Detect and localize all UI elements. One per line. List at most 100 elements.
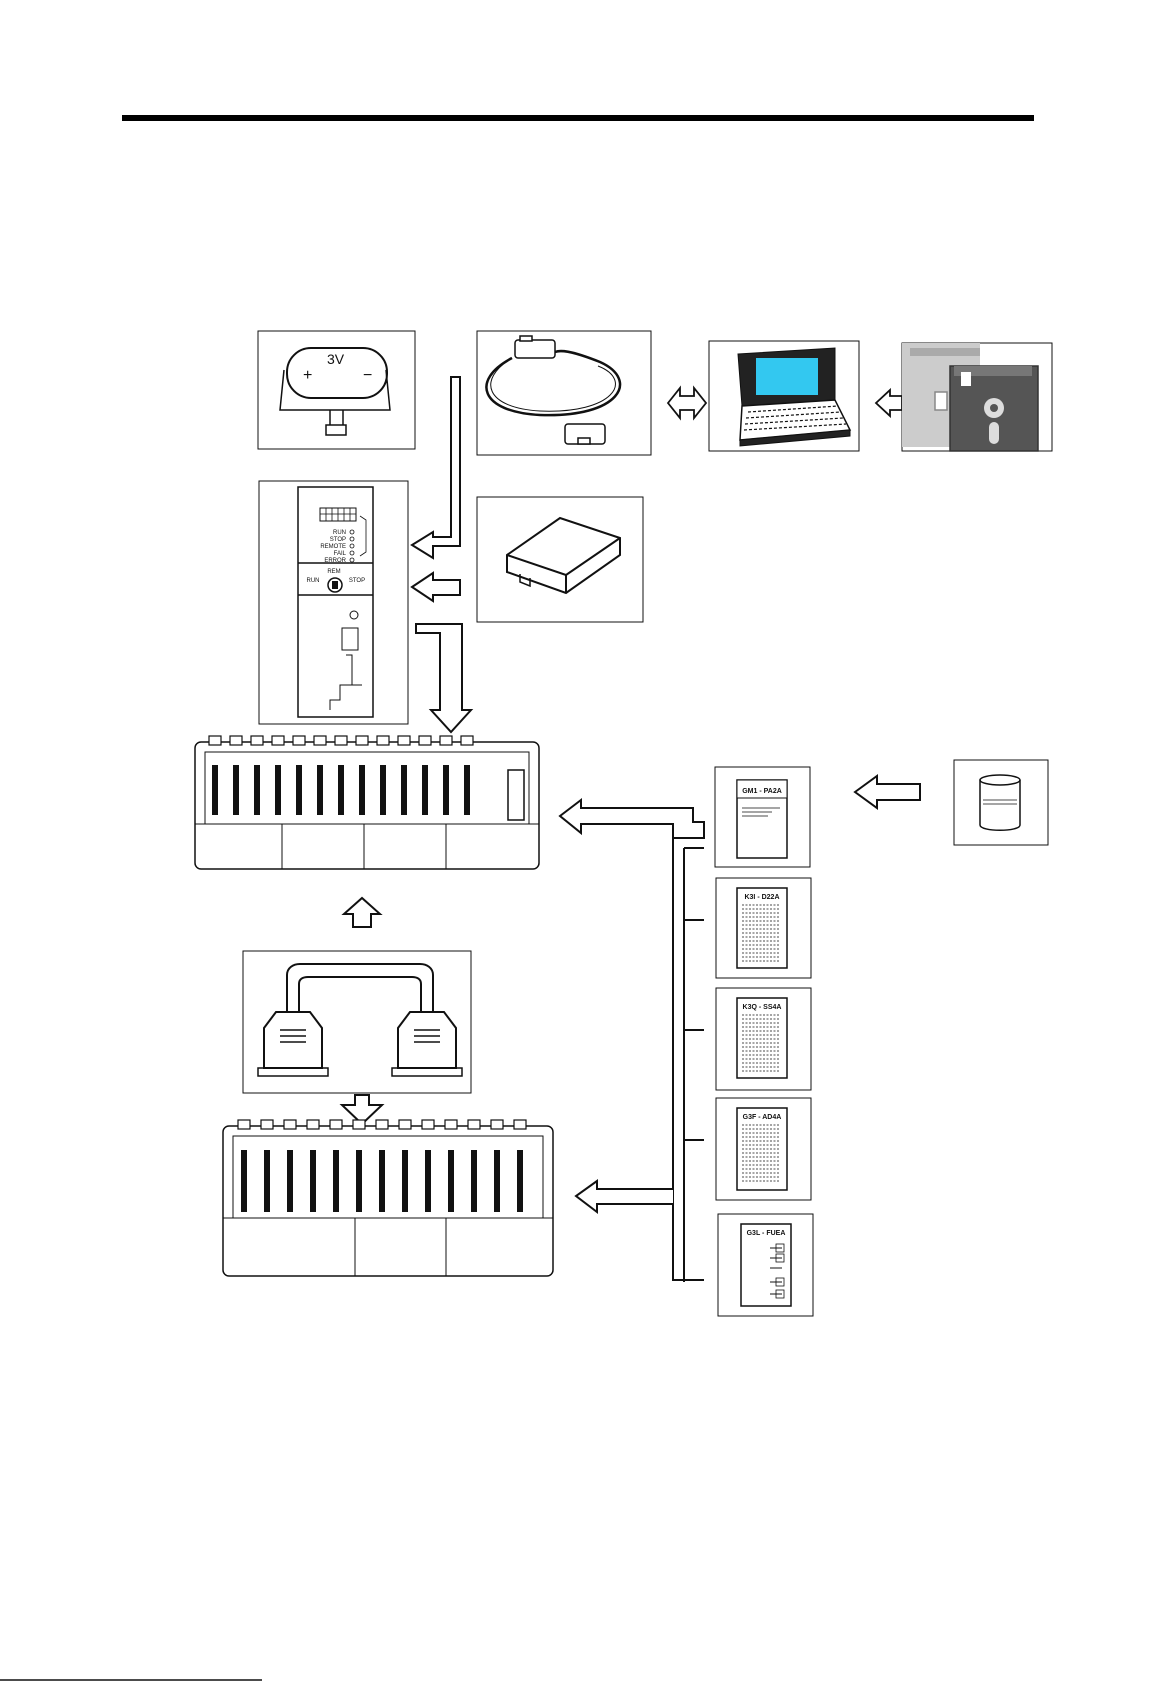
slot-icon xyxy=(241,1150,247,1212)
slot-icon xyxy=(517,1150,523,1212)
slot-connector-icon xyxy=(468,1120,480,1129)
slot-icon xyxy=(275,765,281,815)
slot-connector-icon xyxy=(445,1120,457,1129)
module-panel: G3L - FUEA xyxy=(718,1214,813,1316)
slot-connector-icon xyxy=(261,1120,273,1129)
slot-connector-icon xyxy=(356,736,368,745)
slot-connector-icon xyxy=(376,1120,388,1129)
header-rule xyxy=(122,115,1034,121)
slot-icon xyxy=(494,1150,500,1212)
slot-icon xyxy=(443,765,449,815)
slot-icon xyxy=(296,765,302,815)
slot-connectors xyxy=(238,1120,526,1212)
arrow-left-icon xyxy=(412,573,460,601)
slot-icon xyxy=(264,1150,270,1212)
io-bus-lines xyxy=(673,828,704,1282)
slot-icon xyxy=(233,765,239,815)
slot-connector-icon xyxy=(353,1120,365,1129)
slot-icon xyxy=(379,1150,385,1212)
battery-plus-label: + xyxy=(303,367,312,384)
slot-connector-icon xyxy=(314,736,326,745)
rs232-cable-panel xyxy=(477,331,651,455)
bidirectional-arrow-icon xyxy=(668,388,706,418)
led-label: STOP xyxy=(330,537,346,543)
module-label: G3F - AD4A xyxy=(743,1114,782,1121)
slot-connector-icon xyxy=(440,736,452,745)
cylinder-icon xyxy=(980,780,1020,830)
module-label: K3I - D22A xyxy=(744,894,779,901)
led-label: ERROR xyxy=(324,558,346,564)
battery-panel: 3V + − xyxy=(258,331,415,449)
memory-module-panel xyxy=(477,497,643,622)
arrow-up-icon xyxy=(344,898,380,927)
slot-connector-icon xyxy=(293,736,305,745)
slot-connector-icon xyxy=(422,1120,434,1129)
slot-icon xyxy=(317,765,323,815)
module-label: GM1 - PA2A xyxy=(742,788,782,795)
memory-module-icon xyxy=(507,518,620,593)
battery-voltage-label: 3V xyxy=(327,351,345,367)
slot-connector-icon xyxy=(330,1120,342,1129)
slot-connector-icon xyxy=(377,736,389,745)
key-switch-top-label: REM xyxy=(327,569,340,575)
laptop-screen xyxy=(756,358,818,395)
slot-icon xyxy=(471,1150,477,1212)
connector-icon xyxy=(398,1012,456,1068)
slot-connector-icon xyxy=(238,1120,250,1129)
slot-connector-icon xyxy=(461,736,473,745)
arrow-left-icon xyxy=(855,776,920,808)
arrow-to-expansion-base xyxy=(576,1181,673,1212)
slot-icon xyxy=(338,765,344,815)
key-switch-left-label: RUN xyxy=(307,578,320,584)
slot-connector-icon xyxy=(230,736,242,745)
module-panel: K3I - D22A xyxy=(716,878,811,978)
slot-icon xyxy=(359,765,365,815)
arrow-down-icon xyxy=(416,624,471,732)
slot-icon xyxy=(254,765,260,815)
expansion-base-unit xyxy=(223,1120,553,1276)
slot-connector-icon xyxy=(399,1120,411,1129)
slot-icon xyxy=(402,1150,408,1212)
extension-cable-panel xyxy=(243,951,471,1093)
floppy-disk-panel xyxy=(902,343,1052,451)
module-label: K3Q - SS4A xyxy=(743,1004,782,1011)
key-switch-right-label: STOP xyxy=(349,578,365,584)
slot-icon xyxy=(333,1150,339,1212)
connector-icon xyxy=(515,340,555,358)
led-label: RUN xyxy=(333,530,346,536)
main-base-unit xyxy=(195,736,539,869)
module-panel: G3F - AD4A xyxy=(716,1098,811,1200)
laptop-panel xyxy=(709,341,859,451)
led-label: REMOTE xyxy=(320,544,346,550)
cpu-module-panel: RUN STOP REMOTE FAIL ERROR REM RUN STOP xyxy=(259,481,408,724)
slot-icon xyxy=(212,765,218,815)
slot-icon xyxy=(448,1150,454,1212)
arrow-left-icon xyxy=(876,390,902,416)
connector-icon xyxy=(264,1012,322,1068)
slot-icon xyxy=(401,765,407,815)
led-label: FAIL xyxy=(334,551,347,557)
arrow-cable-to-cpu xyxy=(412,377,460,558)
slot-icon xyxy=(425,1150,431,1212)
slot-icon xyxy=(380,765,386,815)
slot-icon xyxy=(464,765,470,815)
slot-icon xyxy=(287,1150,293,1212)
slot-connector-icon xyxy=(251,736,263,745)
slot-connector-icon xyxy=(335,736,347,745)
slot-icon xyxy=(356,1150,362,1212)
module-label: G3L - FUEA xyxy=(747,1230,786,1237)
slot-icon xyxy=(310,1150,316,1212)
slot-connectors xyxy=(209,736,473,815)
slot-icon xyxy=(422,765,428,815)
slot-connector-icon xyxy=(284,1120,296,1129)
battery-minus-label: − xyxy=(363,367,372,384)
cpu-led-group: RUN STOP REMOTE FAIL ERROR xyxy=(320,530,346,564)
slot-connector-icon xyxy=(398,736,410,745)
slot-connector-icon xyxy=(419,736,431,745)
arrow-to-main-base xyxy=(560,800,704,838)
module-panel: GM1 - PA2A xyxy=(715,767,810,867)
led-icon-group xyxy=(350,530,354,562)
slot-connector-icon xyxy=(209,736,221,745)
module-panel: K3Q - SS4A xyxy=(716,988,811,1090)
